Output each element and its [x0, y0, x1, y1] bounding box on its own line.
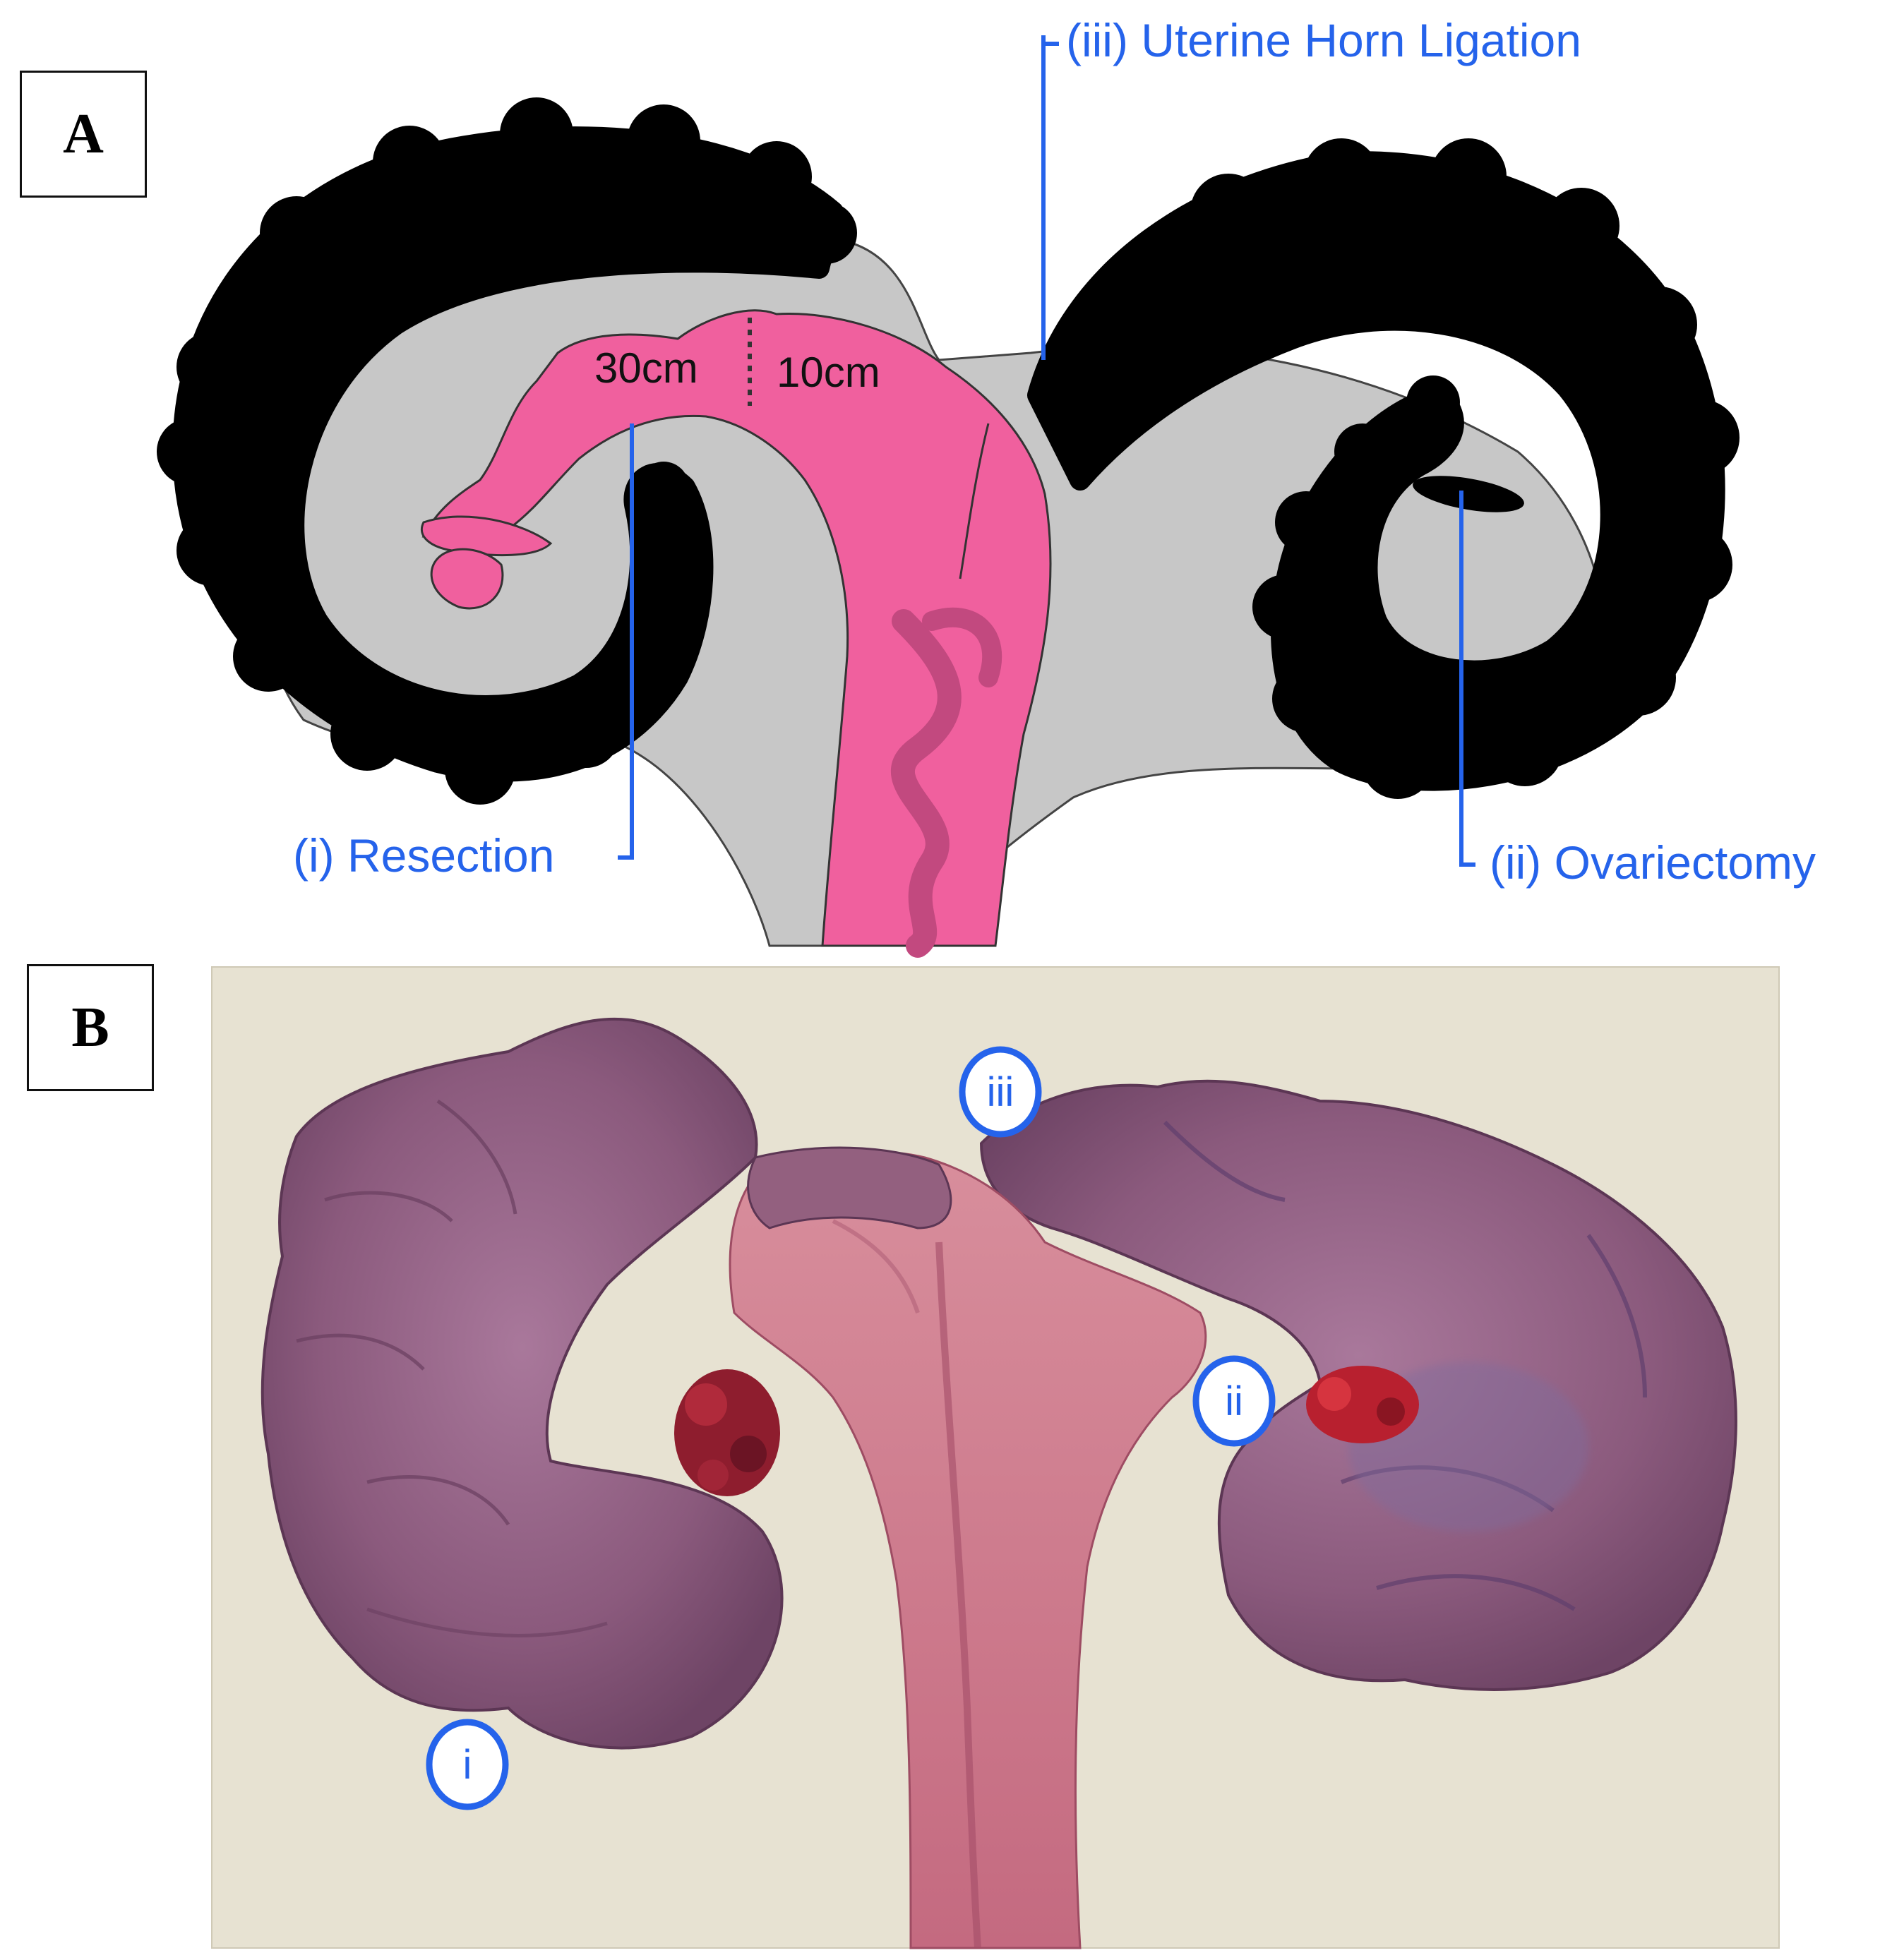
svg-text:i: i — [463, 1742, 472, 1788]
right-uterine-horn — [1027, 138, 1740, 799]
left-ovary-remnant — [674, 1369, 780, 1496]
left-horn-loop — [747, 1146, 952, 1229]
uterine-body-tissue — [729, 1150, 1207, 1949]
svg-text:ii: ii — [1225, 1378, 1243, 1424]
panel-label-b: B — [27, 964, 154, 1091]
callout-ovariectomy: (ii) Ovariectomy — [1490, 836, 1816, 889]
svg-text:iii: iii — [987, 1069, 1014, 1115]
right-ovary-remnant — [1306, 1366, 1419, 1443]
callout-resection: (i) Resection — [293, 829, 554, 882]
left-horn-tissue — [261, 1017, 784, 1750]
segment-label-30cm: 30cm — [594, 344, 698, 392]
photo-marker-ii: ii — [1192, 1355, 1276, 1447]
pink-uterine-segment — [421, 309, 1052, 958]
panel-label-a: A — [20, 71, 147, 198]
schematic-diagram: 30cm 10cm (iii) Uterine Horn Ligation (i… — [157, 14, 1816, 958]
photo-marker-i: i — [426, 1719, 509, 1810]
callout-lines — [618, 35, 1475, 867]
photo-marker-iii: iii — [959, 1046, 1042, 1138]
segment-label-10cm: 10cm — [777, 349, 880, 396]
specimen-photo: iii ii i — [211, 966, 1780, 1949]
left-uterine-horn — [157, 97, 857, 805]
callout-ligation: (iii) Uterine Horn Ligation — [1066, 14, 1581, 66]
